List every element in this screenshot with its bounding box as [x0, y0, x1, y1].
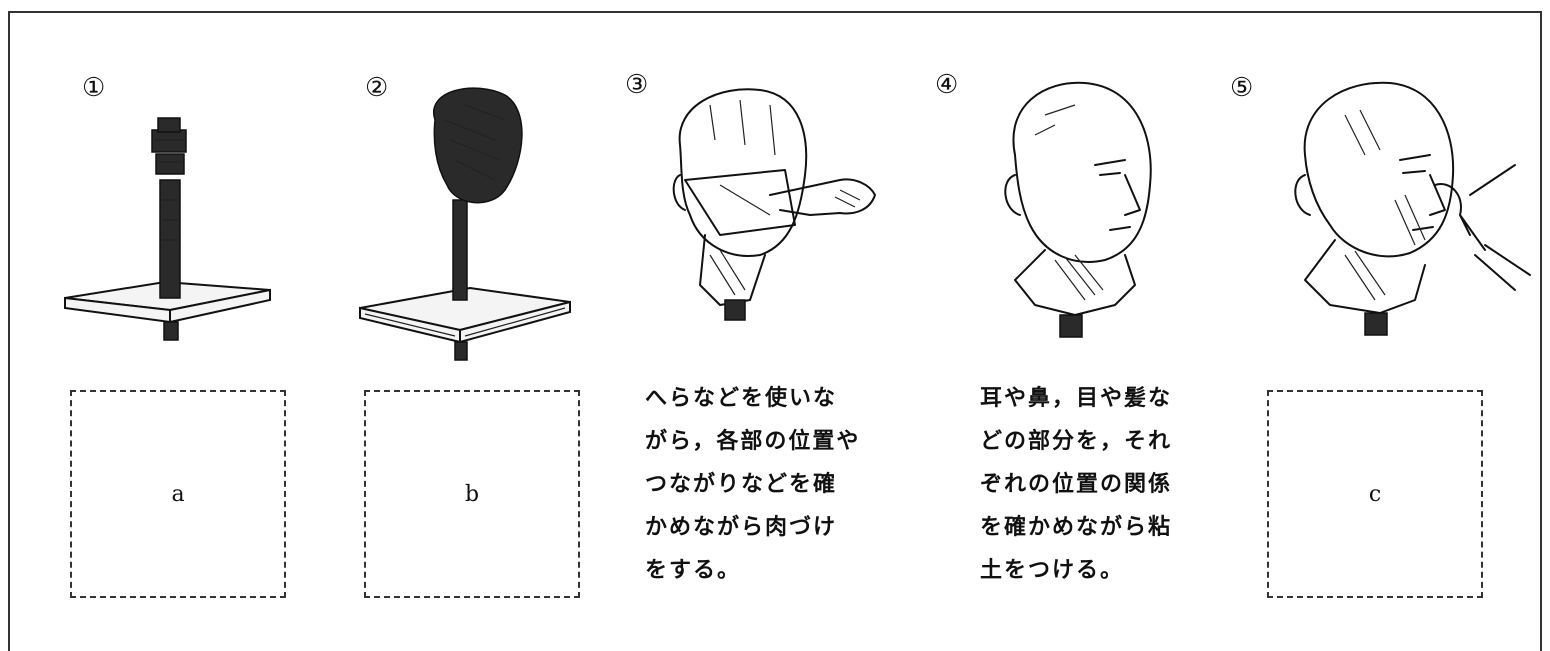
description-line: どの部分を，それ [980, 428, 1173, 454]
step-2: ② b [300, 0, 600, 617]
blank-box-c: c [1267, 390, 1483, 598]
finishing-head-illustration [1294, 81, 1531, 336]
description-line: 耳や鼻，目や髪な [980, 385, 1173, 411]
blank-label: c [1368, 481, 1382, 507]
figure-frame [8, 11, 1542, 651]
step-4-description: 耳や鼻，目や髪な どの部分を，それ ぞれの位置の関係 を確かめながら粘 土をつけ… [980, 377, 1172, 592]
step-1: ① a [0, 0, 300, 617]
step-number: ③ [625, 70, 649, 100]
step-number: ⑤ [1230, 73, 1254, 103]
armature-illustration [64, 117, 271, 341]
step-number: ① [82, 73, 106, 103]
description-line: へらなどを使いな [645, 385, 838, 411]
description-line: 土をつける。 [980, 557, 1125, 583]
blank-box-a: a [70, 390, 286, 598]
spatula-shaping-illustration [672, 88, 876, 321]
step-3: ③ へらなどを使いな がら，各部の位置や つながりなどを確 かめながら肉づけ を… [600, 0, 900, 617]
step-number: ② [365, 73, 389, 103]
step-5: ⑤ c [1220, 0, 1531, 617]
step-3-description: へらなどを使いな がら，各部の位置や つながりなどを確 かめながら肉づけ をする… [645, 377, 860, 592]
blank-label: b [464, 481, 480, 507]
description-line: をする。 [645, 557, 742, 583]
blank-box-b: b [364, 390, 580, 598]
description-line: がら，各部の位置や [645, 428, 861, 454]
step-4: ④ 耳や鼻，目や髪な どの部分を，それ ぞれの位置の関係 を確かめながら粘 土を… [920, 0, 1220, 617]
rough-clay-illustration [359, 87, 571, 361]
step-number: ④ [935, 70, 959, 100]
description-line: つながりなどを確 [645, 471, 838, 497]
detailed-head-illustration [1004, 81, 1152, 338]
description-line: かめながら肉づけ [645, 514, 838, 540]
blank-label: a [171, 481, 185, 507]
description-line: を確かめながら粘 [980, 514, 1173, 540]
description-line: ぞれの位置の関係 [980, 471, 1173, 497]
